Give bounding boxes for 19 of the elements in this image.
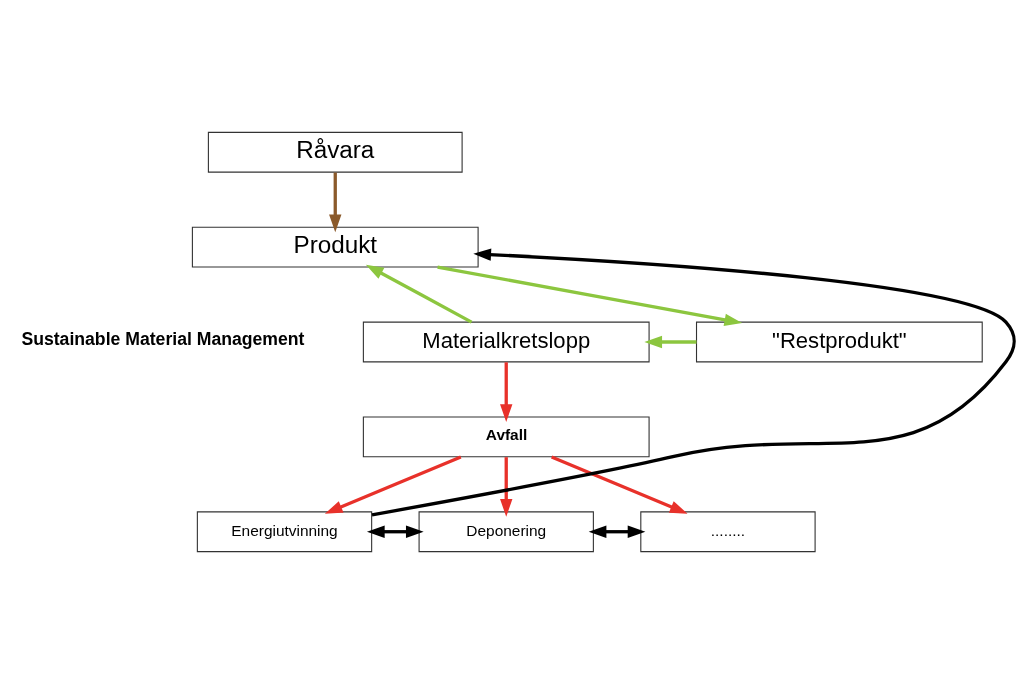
arrow — [500, 457, 513, 517]
node-box: Avfall — [362, 416, 650, 458]
node-box: ........ — [640, 511, 816, 553]
arrow — [588, 525, 646, 538]
arrow — [324, 455, 462, 514]
arrow — [644, 335, 697, 349]
node-box: Råvara — [207, 131, 463, 173]
arrow — [371, 248, 1016, 517]
node-box: "Restprodukt" — [695, 321, 983, 363]
node-box: Energiutvinning — [196, 511, 373, 553]
node-box: Deponering — [418, 511, 594, 553]
arrow — [365, 264, 473, 324]
arrow — [329, 172, 342, 233]
label: Sustainable Material Management — [21, 329, 305, 350]
arrow — [437, 265, 743, 326]
node-box: Materialkretslopp — [362, 321, 650, 363]
arrow — [500, 362, 513, 422]
arrow — [366, 525, 424, 538]
node-box: Produkt — [191, 226, 479, 268]
